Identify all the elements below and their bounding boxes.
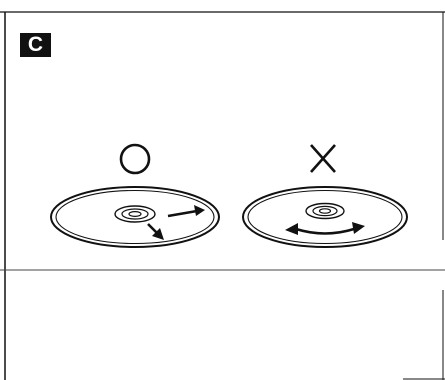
disc-radial-wipe-icon — [51, 187, 219, 247]
circle-mark-icon — [121, 145, 149, 173]
incorrect-panel — [243, 145, 407, 247]
cross-mark-icon — [311, 145, 335, 172]
correct-panel — [51, 145, 219, 247]
disc-circular-wipe-icon — [243, 187, 407, 247]
section-label-badge: C — [20, 33, 51, 57]
disc-outer-edge — [243, 187, 407, 247]
